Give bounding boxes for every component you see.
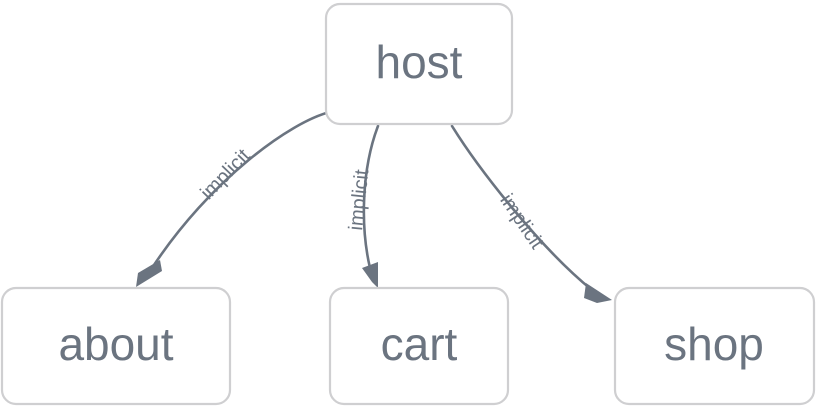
edge-label-host-about: implicit [196,145,255,205]
node-host-box[interactable] [324,2,514,126]
node-host[interactable]: host [324,2,514,126]
node-about[interactable]: about [0,286,232,406]
edge-label-host-cart: implicit [345,168,373,232]
edge-host-shop[interactable] [450,124,612,303]
node-shop[interactable]: shop [613,286,816,406]
node-host-label: host [376,36,463,88]
node-about-box[interactable] [0,286,232,406]
edge-label-host-shop: implicit [495,190,548,253]
edge-host-about[interactable] [136,110,332,287]
arrowhead-icon [362,262,378,288]
nodes-layer: host about cart shop [0,2,816,406]
node-cart[interactable]: cart [328,286,510,406]
node-shop-label: shop [664,318,764,370]
arrowhead-icon [136,260,162,287]
edge-host-shop-path [450,124,594,292]
edge-host-about-path [150,110,332,270]
node-about-label: about [58,318,173,370]
node-cart-box[interactable] [328,286,510,406]
edge-host-cart-path [362,124,380,270]
edges-layer [136,110,612,303]
node-shop-box[interactable] [613,286,816,406]
arrowhead-icon [584,283,612,303]
node-cart-label: cart [381,318,458,370]
edge-host-cart[interactable] [362,124,380,288]
edge-labels-layer: implicit implicit implicit [196,145,548,254]
